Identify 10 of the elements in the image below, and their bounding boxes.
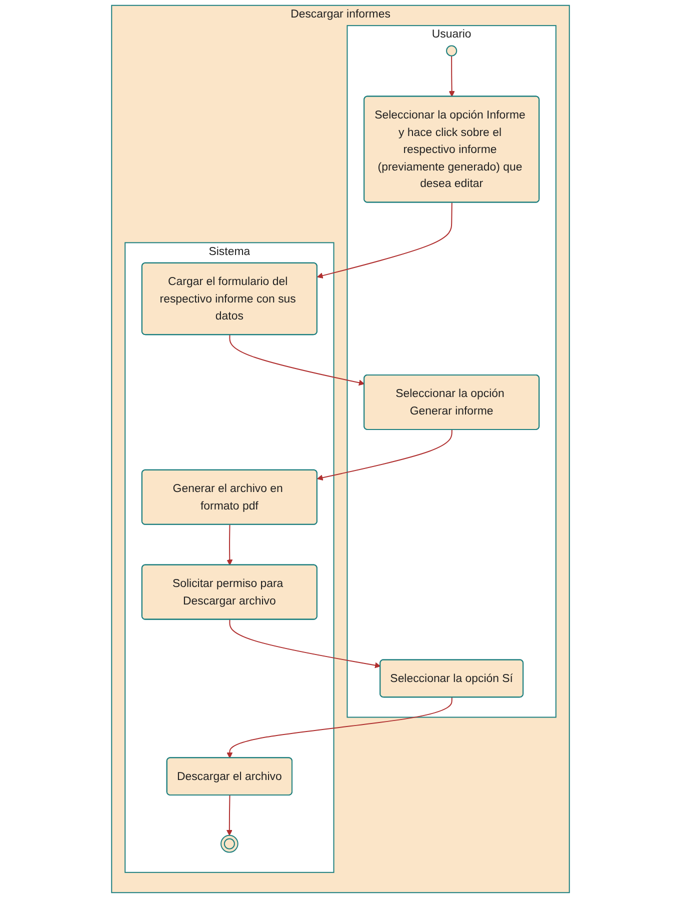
arrow [317,202,452,279]
arrow [229,334,365,386]
arrow [226,524,233,566]
node-circle [446,45,458,56]
arrow [226,697,452,758]
arrow [317,430,452,481]
arrow [229,620,381,668]
arrow [448,56,455,97]
node-circle [220,834,238,853]
arrow [226,795,232,836]
